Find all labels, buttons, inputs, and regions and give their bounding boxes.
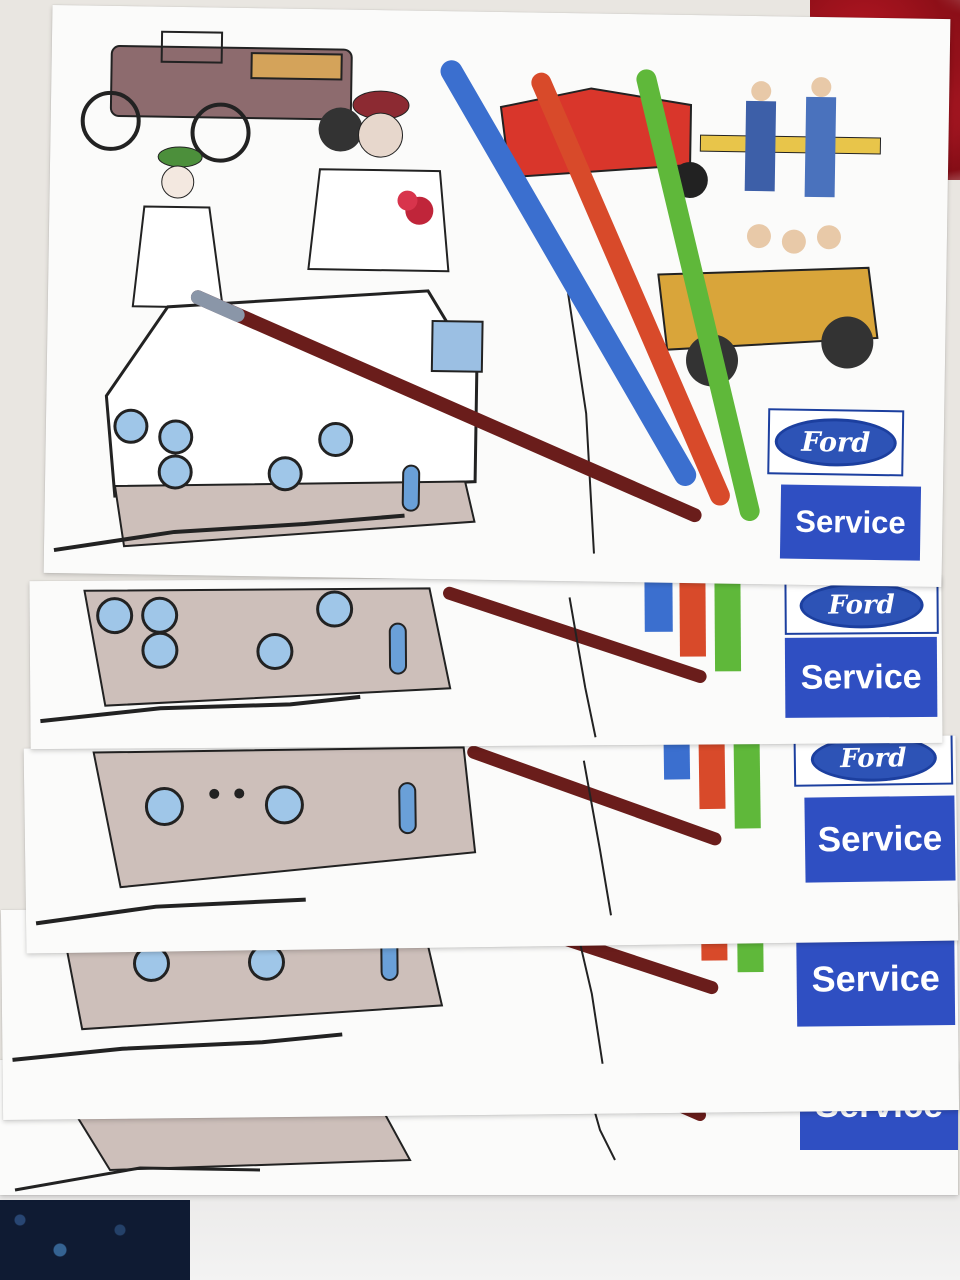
- ford-wordmark-2: Ford: [828, 589, 895, 621]
- service-label-2: Service: [784, 636, 938, 718]
- ford-logo-1: Ford: [767, 408, 905, 477]
- booklet-3-illustration: [35, 738, 761, 926]
- booklet-2: Ford Service: [29, 574, 943, 750]
- service-text-4: Service: [811, 956, 940, 1000]
- tree-drawing: [567, 292, 595, 554]
- ford-wordmark-3: Ford: [839, 743, 907, 775]
- service-text-2: Service: [800, 657, 922, 697]
- ground-hatching: [53, 513, 405, 553]
- service-label-4: Service: [796, 930, 956, 1027]
- paint-brush: [190, 290, 702, 523]
- woman-green-hat: [131, 146, 224, 309]
- mechanics-drawing: [699, 77, 882, 198]
- woman-with-flowers: [307, 90, 450, 273]
- booklet-1: Ford Service: [43, 4, 951, 588]
- service-label-3: Service: [804, 795, 956, 883]
- booklet-2-illustration: [40, 581, 742, 738]
- ford-wordmark-1: Ford: [801, 426, 871, 459]
- blue-pencil: [440, 60, 697, 486]
- service-label-1: Service: [779, 484, 922, 561]
- service-text-3: Service: [817, 818, 943, 859]
- patterned-fabric: [0, 1200, 190, 1280]
- service-text-1: Service: [795, 503, 906, 541]
- vintage-car-drawing: [80, 30, 363, 163]
- modern-car-drawing: [104, 289, 484, 548]
- booklet-3: Ford Service: [23, 735, 959, 954]
- cover-illustration: [53, 30, 882, 554]
- green-pencil: [636, 69, 760, 521]
- red-pencil: [531, 72, 730, 506]
